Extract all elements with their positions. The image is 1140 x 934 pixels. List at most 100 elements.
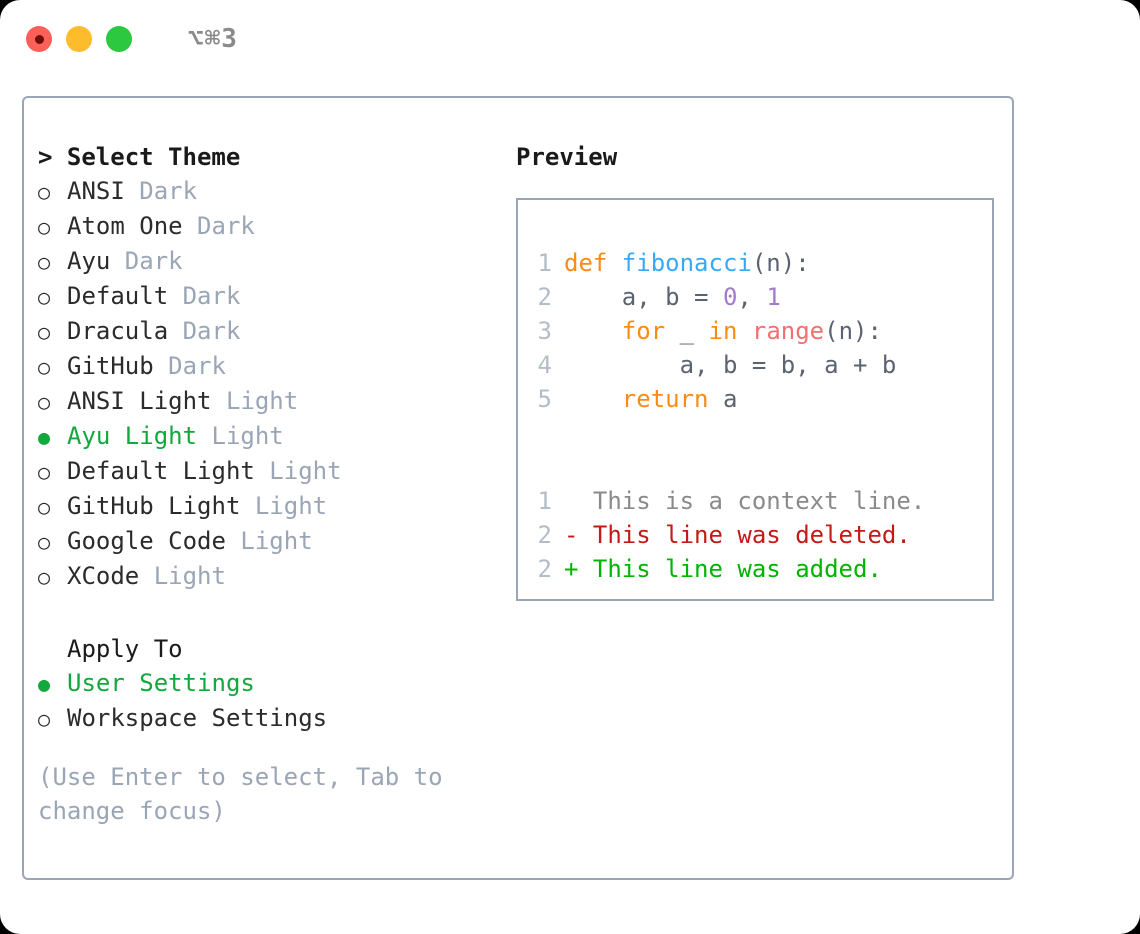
code-line: 4 a, b = b, a + b — [518, 348, 992, 382]
line-number: 2 — [537, 283, 552, 311]
code-line: 5 return a — [518, 382, 992, 416]
code-token: 0 — [722, 283, 738, 311]
theme-list-item[interactable]: ● Ayu Light Light — [38, 419, 508, 454]
code-token: 1 — [766, 283, 781, 311]
code-token — [564, 317, 622, 345]
diff-marker: - — [564, 521, 579, 549]
diff-marker: + — [564, 555, 579, 583]
code-line-content: return a — [564, 382, 738, 416]
theme-list-item[interactable]: ○ XCode Light — [38, 559, 508, 594]
theme-picker-panel: > Select Theme ○ANSI Dark○Atom One Dark○… — [38, 140, 508, 878]
code-token: (n): — [751, 249, 810, 277]
code-token: a, b = — [564, 283, 723, 311]
code-token: for — [621, 317, 666, 345]
radio-unselected-icon: ○ — [38, 460, 51, 484]
code-line-content: a, b = 0, 1 — [564, 280, 781, 314]
diff-line-content: This is a context line. — [578, 487, 926, 515]
line-number: 1 — [537, 487, 552, 515]
radio-unselected-icon: ○ — [38, 390, 51, 414]
theme-name-label: GitHub — [67, 352, 154, 380]
code-line-content: a, b = b, a + b — [564, 348, 897, 382]
close-button[interactable] — [26, 26, 52, 52]
keyboard-hint-text: (Use Enter to select, Tab to change focu… — [38, 763, 443, 825]
theme-name-label: Default Light — [67, 457, 255, 485]
radio-unselected-icon: ○ — [38, 250, 51, 274]
theme-list-item[interactable]: ○ Default Light Light — [38, 454, 508, 489]
theme-variant-badge: Dark — [168, 317, 241, 345]
radio-unselected-icon: ○ — [38, 180, 51, 204]
theme-name-label: Atom One — [67, 212, 183, 240]
theme-variant-badge: Light — [225, 527, 313, 555]
keyboard-shortcut-label: ⌥⌘3 — [188, 24, 238, 54]
theme-name-label: XCode — [67, 562, 140, 590]
code-token — [737, 317, 751, 345]
preview-title: Preview — [516, 143, 618, 171]
code-token: a — [708, 385, 738, 413]
diff-line: 1 This is a context line. — [518, 484, 992, 518]
code-token: in — [708, 317, 738, 345]
theme-list: ○ ANSI Dark ○ Atom One Dark ○ Ayu Dark ○ Defaul… — [38, 174, 508, 594]
theme-list-item[interactable]: ○GitHub Light Light — [38, 489, 508, 524]
theme-variant-badge: Light — [211, 387, 299, 415]
diff-block: 1 This is a context line.2- This line wa… — [518, 484, 992, 586]
theme-name-label: Ayu Light — [67, 422, 198, 450]
diff-line: 2 + This line was added. — [518, 552, 992, 586]
theme-list-item[interactable]: ○ GitHub Dark — [38, 349, 508, 384]
theme-name-label: Ayu — [67, 247, 111, 275]
code-token: a, b = b, a + b — [564, 351, 897, 379]
apply-to-item[interactable]: ○ Workspace Settings — [38, 701, 508, 736]
theme-name-label: Default — [67, 282, 169, 310]
code-token: def — [564, 249, 622, 277]
line-number: 2 — [537, 555, 552, 583]
code-token: , — [737, 283, 767, 311]
radio-unselected-icon: ○ — [38, 565, 51, 589]
diff-line-content: This line was added. — [578, 555, 882, 583]
theme-name-label: Google Code — [67, 527, 226, 555]
diff-line: 2- This line was deleted. — [518, 518, 992, 552]
maximize-button[interactable] — [106, 26, 132, 52]
theme-variant-badge: Dark — [153, 352, 226, 380]
theme-list-item[interactable]: ○Atom One Dark — [38, 209, 508, 244]
theme-name-label: Dracula — [67, 317, 169, 345]
dialog-frame: > Select Theme ○ANSI Dark○Atom One Dark○… — [22, 96, 1014, 880]
diff-line-content: This line was deleted. — [578, 521, 911, 549]
theme-list-item[interactable]: ○ Ayu Dark — [38, 244, 508, 279]
theme-list-item[interactable]: ○ANSI Light Light — [38, 384, 508, 419]
theme-variant-badge: Dark — [110, 247, 183, 275]
theme-variant-badge: Light — [197, 422, 284, 450]
line-number: 5 — [537, 385, 552, 413]
theme-variant-badge: Light — [240, 492, 328, 520]
theme-name-label: ANSI — [67, 177, 125, 205]
title-bar: ⌥⌘3 — [0, 0, 1140, 78]
line-number: 4 — [537, 351, 552, 379]
radio-unselected-icon: ○ — [38, 285, 51, 309]
theme-variant-badge: Dark — [124, 177, 198, 205]
radio-unselected-icon: ○ — [38, 707, 51, 731]
theme-list-item[interactable]: ○Google Code Light — [38, 524, 508, 559]
apply-to-header: Apply To — [67, 635, 183, 663]
code-line: 3 for _ in range(n): — [518, 314, 992, 348]
apply-to-list: ● User Settings ○ Workspace Settings — [38, 666, 508, 736]
theme-list-item[interactable]: ○ Dracula Dark — [38, 314, 508, 349]
apply-to-label: Workspace Settings — [67, 704, 328, 732]
code-line-content: for _ in range(n): — [564, 314, 882, 348]
minimize-button[interactable] — [66, 26, 92, 52]
radio-unselected-icon: ○ — [38, 215, 51, 239]
line-number: 3 — [537, 317, 552, 345]
theme-list-item[interactable]: ○Default Dark — [38, 279, 508, 314]
theme-variant-badge: Light — [139, 562, 226, 590]
code-token: return — [621, 385, 709, 413]
theme-list-item[interactable]: ○ ANSI Dark — [38, 174, 508, 209]
radio-selected-icon: ● — [38, 425, 51, 449]
radio-unselected-icon: ○ — [38, 320, 51, 344]
select-theme-header: > Select Theme — [38, 143, 241, 171]
radio-selected-icon: ● — [38, 672, 51, 696]
code-token: (n): — [824, 317, 882, 345]
radio-unselected-icon: ○ — [38, 355, 51, 379]
apply-to-item[interactable]: ● User Settings — [38, 666, 508, 701]
theme-variant-badge: Light — [254, 457, 342, 485]
apply-to-label: User Settings — [67, 669, 255, 697]
